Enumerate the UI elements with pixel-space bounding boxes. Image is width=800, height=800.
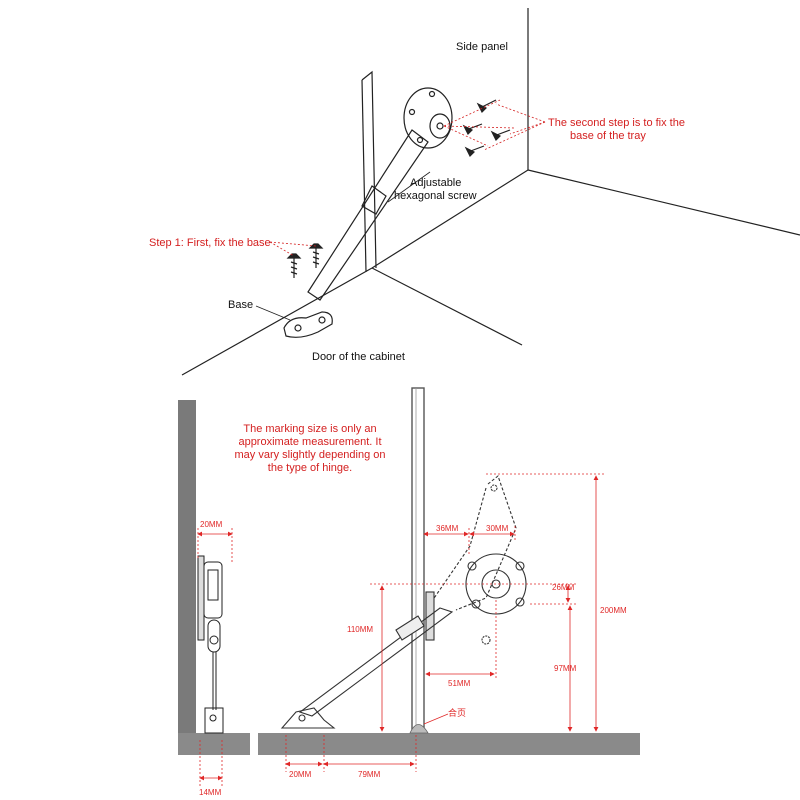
right-dimensions: [285, 473, 604, 772]
base-screw-icon: [308, 243, 324, 268]
dim-26mm: 26MM: [552, 583, 575, 592]
tray-base-hub: [429, 113, 451, 139]
base-screw-icon: [286, 253, 302, 278]
floor-left-line: [181, 267, 373, 376]
second-step-label-2: base of the tray: [570, 130, 646, 142]
tray-base-plate: [403, 87, 453, 149]
base-pointer: [255, 305, 291, 321]
dim-30mm: 30MM: [486, 524, 509, 533]
adjustable-screw-label: Adjustable: [410, 177, 461, 189]
tray-screw-icon: [462, 123, 483, 136]
side-panel-label: Side panel: [456, 41, 508, 53]
hinge-knuckle: [409, 724, 429, 734]
left-dimensions: [197, 528, 233, 788]
note-line: the type of hinge.: [268, 462, 352, 474]
tray-base-center: [436, 122, 444, 130]
hinge-base: [283, 311, 333, 338]
left-floor: [178, 733, 250, 755]
dim-110mm: 110MM: [347, 625, 373, 634]
right-floor: [258, 733, 640, 755]
tray-screw-icon: [464, 145, 485, 158]
tray-screw-icon: [476, 99, 497, 114]
plate-hole: [428, 90, 436, 98]
base-label: Base: [228, 299, 253, 311]
side-view-hinge: [197, 555, 224, 734]
dim-20mm-bottom: 20MM: [289, 770, 312, 779]
cabinet-floor-line: [371, 169, 529, 269]
hexagonal-screw-block: [361, 185, 387, 215]
hex-screw-pointer: [387, 171, 431, 203]
dim-20mm-top: 20MM: [200, 520, 223, 529]
tray-screw-icon: [490, 129, 511, 142]
note-line: approximate measurement. It: [238, 436, 381, 448]
note-line: The marking size is only an: [243, 423, 376, 435]
plate-hole: [416, 136, 424, 144]
dim-51mm: 51MM: [448, 679, 471, 688]
door-panel-edge: [361, 70, 377, 269]
left-side-wall: [178, 400, 196, 755]
adjustable-screw-label-2: hexagonal screw: [394, 190, 477, 202]
plate-hole: [408, 108, 416, 116]
dim-97mm: 97MM: [554, 664, 577, 673]
side-panel-bottom: [527, 169, 800, 236]
dim-36mm: 36MM: [436, 524, 459, 533]
second-step-label: The second step is to fix the: [548, 117, 685, 129]
right-dimension-labels: 36MM 30MM 26MM 200MM 110MM 97MM 51MM 20M…: [289, 524, 627, 779]
dim-200mm: 200MM: [600, 606, 627, 615]
top-perspective-illustration: [181, 8, 800, 376]
note-line: may vary slightly depending on: [234, 449, 385, 461]
door-label: Door of the cabinet: [312, 351, 405, 363]
top-leader-lines: [269, 99, 546, 257]
step1-label: Step 1: First, fix the base: [149, 237, 271, 249]
measurement-note: The marking size is only an approximate …: [234, 423, 385, 474]
base-hole: [318, 316, 326, 324]
door-panel-front: [361, 79, 367, 273]
dim-14mm: 14MM: [199, 788, 222, 797]
base-hole: [294, 324, 302, 332]
floor-right-line: [371, 267, 523, 346]
cabinet-door-panel: [411, 387, 425, 734]
dim-79mm: 79MM: [358, 770, 381, 779]
hinge-label: 合页: [448, 707, 466, 718]
support-arm: [307, 129, 429, 301]
hinge-mechanism: [280, 475, 527, 729]
